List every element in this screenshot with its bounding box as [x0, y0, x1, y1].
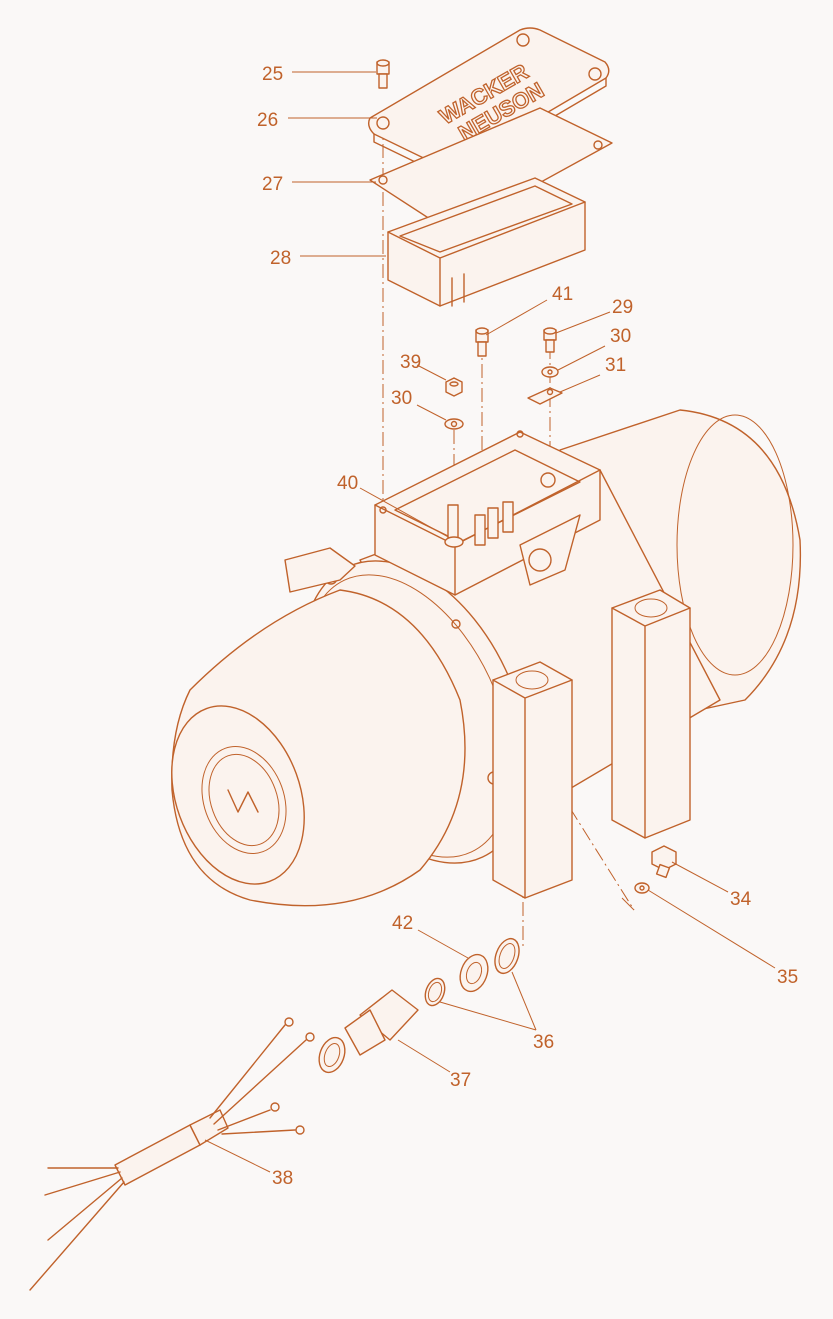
cable-38	[29, 1017, 315, 1291]
nut-39-washer-30	[444, 377, 464, 430]
mounting-feet	[492, 589, 691, 899]
screw-29-washer-30-lug-31	[527, 327, 563, 405]
callout-labels: 25 26 27 28 41 29 30 31 39 30 40 34 35 4…	[257, 64, 798, 1189]
logo-w-icon	[227, 789, 259, 813]
screw-25	[376, 59, 390, 89]
bolt-34-washer-35	[634, 845, 677, 894]
label-31: 31	[605, 355, 626, 376]
label-41: 41	[552, 284, 573, 305]
label-30-left: 30	[391, 388, 412, 409]
label-27: 27	[262, 174, 283, 195]
leader-lines	[204, 71, 776, 1173]
label-40: 40	[337, 473, 358, 494]
label-36: 36	[533, 1032, 554, 1053]
label-26: 26	[257, 110, 278, 131]
cable-gland	[318, 937, 520, 1074]
label-38: 38	[272, 1168, 293, 1189]
label-28: 28	[270, 248, 291, 269]
box-frame	[387, 177, 586, 307]
label-39: 39	[400, 352, 421, 373]
label-25: 25	[262, 64, 283, 85]
label-37: 37	[450, 1070, 471, 1091]
label-35: 35	[777, 967, 798, 988]
label-42: 42	[392, 913, 413, 934]
terminal-box-base	[374, 430, 601, 596]
label-34: 34	[730, 889, 752, 910]
label-30-top: 30	[610, 326, 631, 347]
screw-41	[475, 327, 489, 357]
label-29: 29	[612, 297, 633, 318]
